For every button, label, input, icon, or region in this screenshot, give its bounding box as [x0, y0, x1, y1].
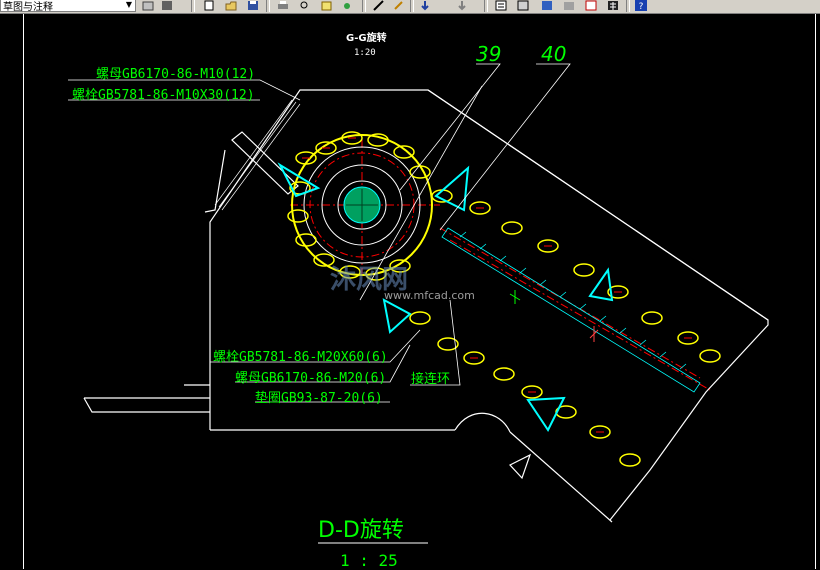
- calc-icon[interactable]: [606, 0, 620, 11]
- markup-icon[interactable]: [584, 0, 598, 11]
- chevron-down-icon[interactable]: ▼: [125, 0, 133, 9]
- view-scale: 1 : 25: [340, 551, 398, 570]
- workspace-combo[interactable]: 草图与注释 ▼: [0, 0, 136, 13]
- design-center-icon[interactable]: [516, 0, 530, 11]
- housing-outline: [83, 89, 769, 523]
- cyan-direction-markers: [277, 162, 614, 432]
- standard-toolbar: 草图与注释 ▼ ?: [0, 0, 820, 14]
- note-washer: 垫圈GB93-87-20(6): [255, 391, 383, 406]
- section-scale: 1:20: [354, 48, 376, 58]
- publish-icon[interactable]: [320, 0, 334, 11]
- note-nut-top: 螺母GB6170-86-M10(12): [96, 67, 256, 82]
- conveyor-slat: [441, 227, 701, 393]
- note-nut-bottom: 螺母GB6170-86-M20(6): [235, 371, 387, 386]
- watermark-url: www.mfcad.com: [384, 289, 475, 302]
- zoom-icon[interactable]: [418, 0, 432, 11]
- tool-palette-icon[interactable]: [540, 0, 554, 11]
- cut-icon[interactable]: [342, 0, 356, 11]
- note-link: 接连环: [411, 372, 451, 387]
- leader-lines: [68, 63, 571, 403]
- drive-chain: [287, 131, 721, 467]
- open-icon[interactable]: [224, 0, 238, 11]
- cross-marks: [509, 290, 599, 342]
- sheet-set-icon[interactable]: [562, 0, 576, 11]
- cad-drawing-canvas[interactable]: [0, 14, 820, 569]
- balloon-40: 40: [541, 42, 567, 66]
- workspace-combo-value: 草图与注释: [3, 2, 53, 13]
- note-bolt-bottom: 螺栓GB5781-86-M20X60(6): [213, 350, 388, 365]
- top-bracket-hatch: [214, 99, 301, 211]
- save-icon[interactable]: [246, 0, 260, 11]
- preview-icon[interactable]: [298, 0, 312, 11]
- view-title: D-D旋转: [318, 518, 404, 543]
- watermark-logo: 沐风网: [330, 265, 409, 295]
- paint-icon[interactable]: [372, 0, 386, 11]
- layer-icon[interactable]: [141, 0, 155, 11]
- balloon-39: 39: [476, 42, 502, 66]
- layer-state-icon[interactable]: [160, 0, 174, 11]
- note-bolt-top: 螺栓GB5781-86-M10X30(12): [72, 88, 255, 103]
- chain-pins: [302, 137, 692, 433]
- toolbar-separator: [484, 0, 488, 12]
- new-icon[interactable]: [202, 0, 216, 11]
- pan-icon[interactable]: [392, 0, 406, 11]
- zoom-prev-icon[interactable]: [455, 0, 469, 11]
- sprocket-wheel: [291, 134, 433, 276]
- svg-text:?: ?: [639, 2, 644, 11]
- viewport-border-left: [23, 14, 24, 569]
- section-title: G-G旋转: [346, 33, 387, 44]
- toolbar-separator: [410, 0, 414, 12]
- help-icon[interactable]: ?: [634, 0, 648, 11]
- viewport-border-right: [815, 14, 816, 569]
- print-icon[interactable]: [276, 0, 290, 11]
- toolbar-separator: [266, 0, 270, 12]
- properties-icon[interactable]: [494, 0, 508, 11]
- toolbar-separator: [626, 0, 630, 12]
- toolbar-separator: [191, 0, 195, 12]
- toolbar-separator: [362, 0, 366, 12]
